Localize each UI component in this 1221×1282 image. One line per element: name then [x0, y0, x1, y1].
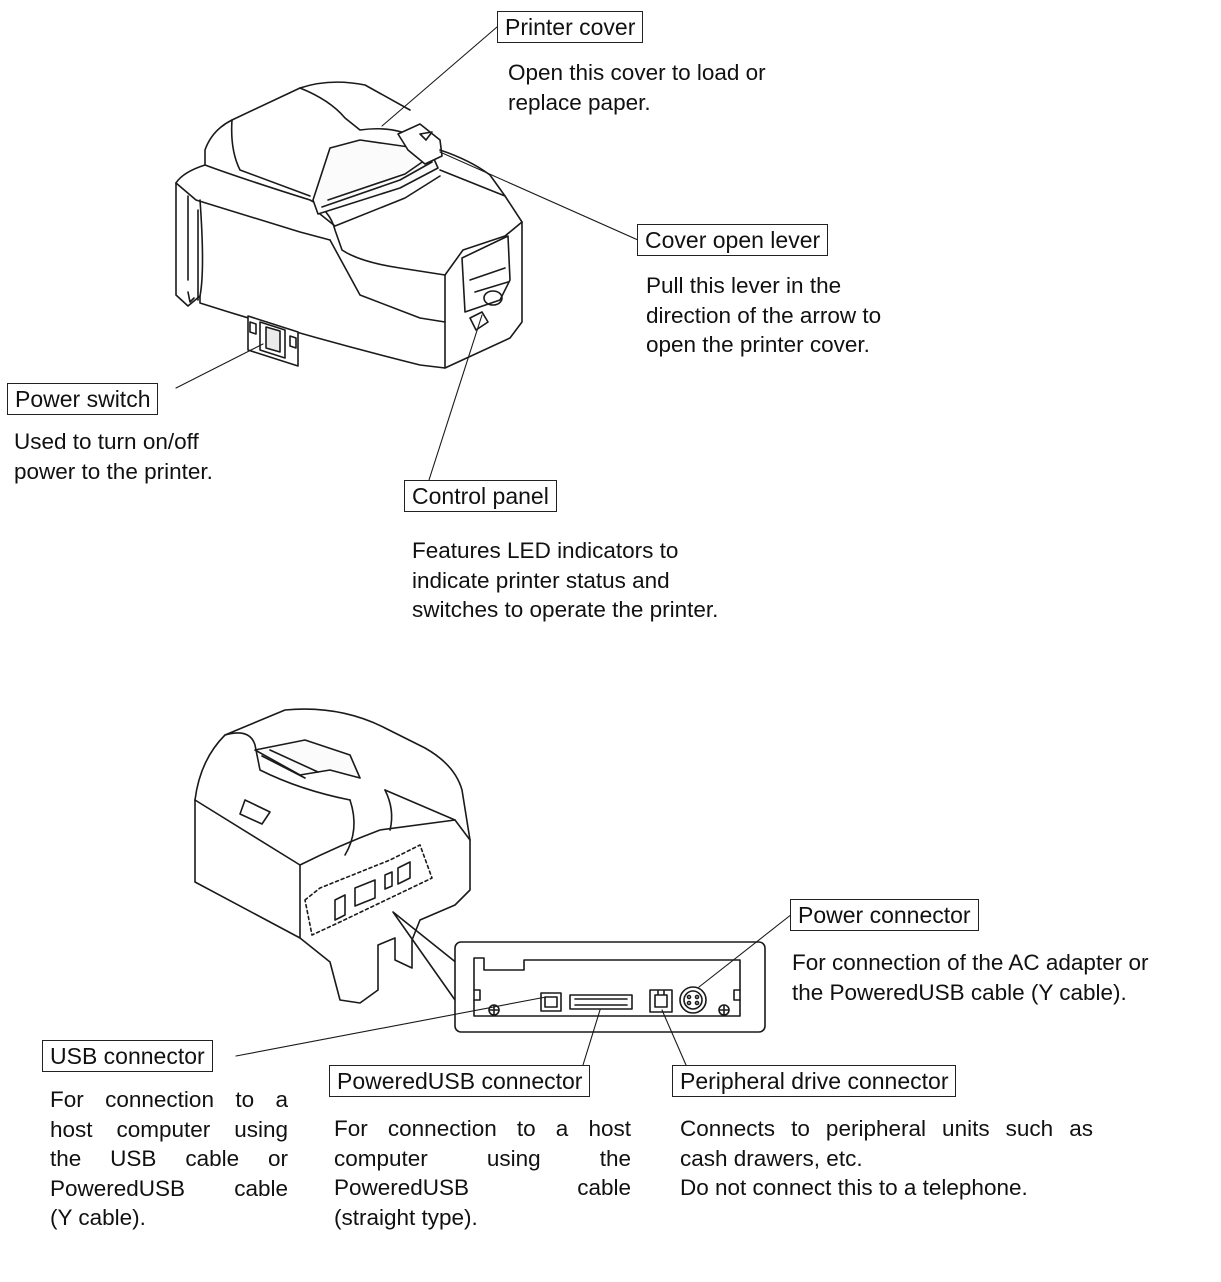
printer-front-view	[175, 81, 523, 369]
control-panel-label: Control panel	[404, 480, 557, 512]
peripheral-drive-connector-label: Peripheral drive connector	[672, 1065, 957, 1097]
leader-lines	[175, 26, 793, 1066]
printer-rear-view	[194, 708, 471, 1004]
power-switch-label: Power switch	[7, 383, 159, 415]
printer-cover-description: Open this cover to load or replace paper…	[508, 60, 766, 115]
poweredusb-connector-label: PoweredUSB connector	[329, 1065, 591, 1097]
power-switch-description: Used to turn on/off power to the printer…	[14, 429, 213, 484]
connector-panel	[454, 941, 766, 1033]
printer-cover-label: Printer cover	[497, 11, 644, 43]
peripheral-drive-connector-description: Connects to peripheral units such as cas…	[680, 1116, 1093, 1200]
cover-open-lever-label: Cover open lever	[637, 224, 829, 256]
power-connector-description: For connection of the AC adapter or the …	[792, 950, 1149, 1005]
power-connector-label: Power connector	[790, 899, 979, 931]
usb-connector-description: For connection to a host computer using …	[50, 1087, 288, 1230]
poweredusb-connector-description: For connection to a host computer using …	[334, 1116, 631, 1230]
control-panel-description: Features LED indicators to indicate prin…	[412, 538, 719, 622]
cover-open-lever-description: Pull this lever in the direction of the …	[646, 273, 882, 357]
usb-connector-label: USB connector	[42, 1040, 213, 1072]
